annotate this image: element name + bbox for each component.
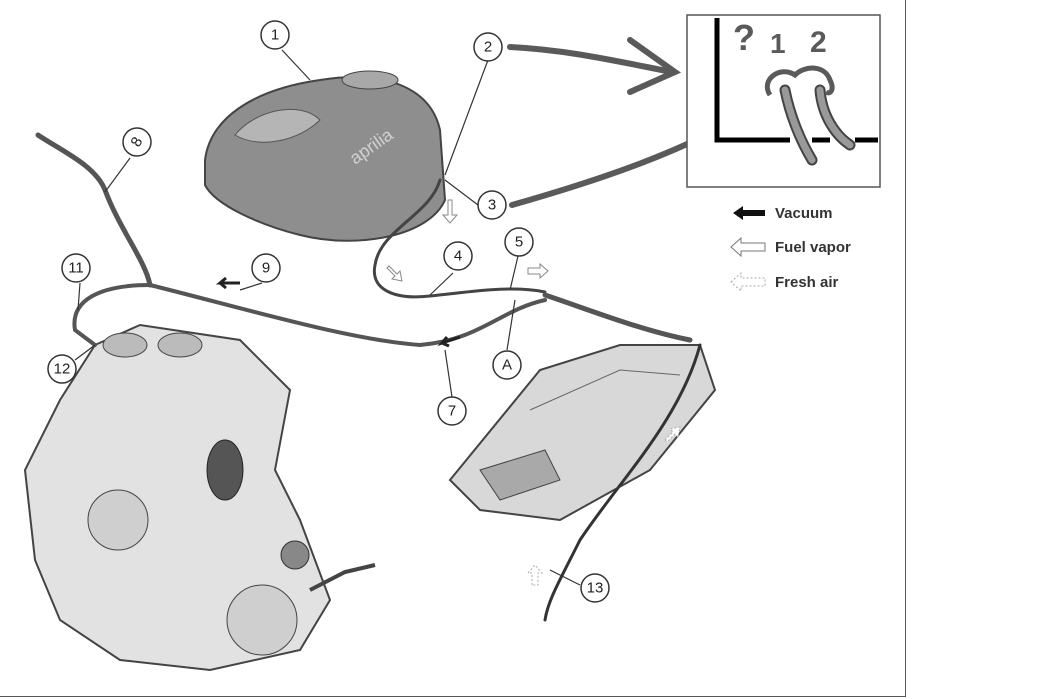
airbox-tray xyxy=(448,344,717,522)
callout-A: A xyxy=(492,350,522,380)
svg-text:2: 2 xyxy=(484,39,492,56)
inset-label-2: 2 xyxy=(810,26,827,59)
hose-9 xyxy=(148,283,547,348)
callout-13: 13 xyxy=(580,573,610,603)
svg-text:13: 13 xyxy=(587,580,604,597)
svg-text:4: 4 xyxy=(454,248,462,265)
legend: Vacuum Fuel vapor Fresh air xyxy=(730,205,851,293)
svg-text:11: 11 xyxy=(68,260,84,277)
inset-label-1: 1 xyxy=(770,28,786,59)
legend-vacuum: Vacuum xyxy=(733,205,833,222)
engine xyxy=(23,323,376,672)
legend-fresh-air: Fresh air xyxy=(730,271,839,293)
callout-4: 4 xyxy=(443,241,473,271)
fresh-air-arrow-icon xyxy=(730,271,766,293)
fuel-vapor-arrow-icon xyxy=(730,236,766,258)
callout-5: 5 xyxy=(504,227,534,257)
callout-2: 2 xyxy=(473,32,503,62)
svg-text:Vacuum: Vacuum xyxy=(775,205,833,222)
inset-detail: ? 1 2 xyxy=(686,14,881,188)
callout-1: 1 xyxy=(260,20,290,50)
hose-8 xyxy=(35,132,153,288)
legend-fuel-vapor: Fuel vapor xyxy=(730,236,851,258)
hose-3-4 xyxy=(372,178,547,299)
svg-text:7: 7 xyxy=(448,403,456,420)
svg-text:3: 3 xyxy=(488,197,496,214)
diagram-frame xyxy=(0,0,906,697)
callout-11: 11 xyxy=(61,253,91,283)
flow-arrows xyxy=(215,199,681,586)
svg-text:5: 5 xyxy=(515,234,523,251)
inset-question-mark: ? xyxy=(733,17,755,58)
callout-7: 7 xyxy=(437,396,467,426)
svg-text:Fuel vapor: Fuel vapor xyxy=(775,239,851,256)
svg-text:1: 1 xyxy=(271,27,279,44)
svg-text:Fresh air: Fresh air xyxy=(775,274,839,291)
hose-11 xyxy=(72,283,152,347)
svg-text:12: 12 xyxy=(54,361,71,378)
fuel-tank: aprilia xyxy=(204,70,447,242)
vacuum-arrow-icon xyxy=(733,206,765,220)
callout-3: 3 xyxy=(477,190,507,220)
hose-to-airbox xyxy=(542,292,693,343)
svg-text:9: 9 xyxy=(262,260,270,277)
svg-text:A: A xyxy=(502,357,512,374)
hoses xyxy=(35,132,702,622)
callout-9: 9 xyxy=(251,253,281,283)
callout-12: 12 xyxy=(47,354,77,384)
callout-8: 8 xyxy=(122,127,152,157)
hose-13 xyxy=(543,343,702,622)
